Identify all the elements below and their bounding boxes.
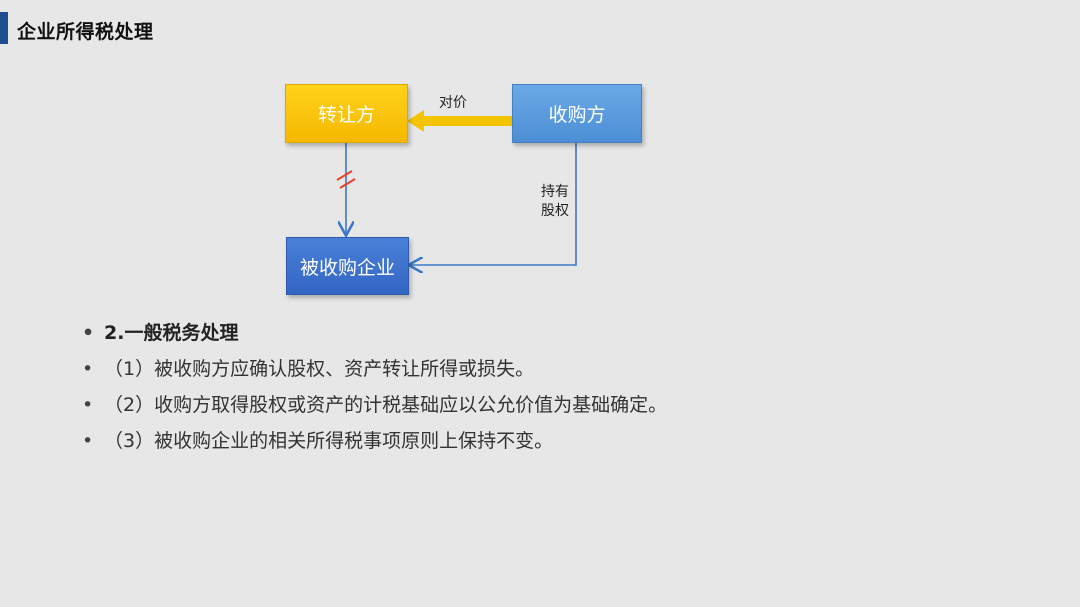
holding-label-line2: 股权 — [541, 203, 569, 219]
holding-label-line1: 持有 — [541, 184, 569, 200]
list-item: （3）被收购企业的相关所得税事项原则上保持不变。 — [82, 423, 667, 459]
target-company-node: 被收购企业 — [286, 237, 409, 295]
target-company-label: 被收购企业 — [299, 256, 395, 279]
tax-treatment-list: 2.一般税务处理 （1）被收购方应确认股权、资产转让所得或损失。 （2）收购方取… — [82, 315, 667, 459]
consideration-label: 对价 — [439, 95, 467, 111]
title-accent-bar — [0, 12, 8, 44]
holding-equity-line — [410, 141, 577, 265]
transferor-node: 转让方 — [285, 84, 408, 143]
list-heading: 2.一般税务处理 — [82, 315, 667, 351]
list-item: （1）被收购方应确认股权、资产转让所得或损失。 — [82, 351, 667, 387]
slide-title: 企业所得税处理 — [17, 21, 154, 43]
acquisition-diagram: 转让方 收购方 被收购企业 对价 持有 股权 — [0, 0, 1080, 300]
consideration-arrow — [407, 110, 512, 132]
acquirer-label: 收购方 — [548, 104, 606, 126]
transferor-label: 转让方 — [317, 104, 375, 126]
list-item: （2）收购方取得股权或资产的计税基础应以公允价值为基础确定。 — [82, 387, 667, 423]
break-mark-icon — [336, 170, 356, 189]
acquirer-node: 收购方 — [512, 84, 642, 143]
diagram-connectors — [336, 110, 577, 300]
